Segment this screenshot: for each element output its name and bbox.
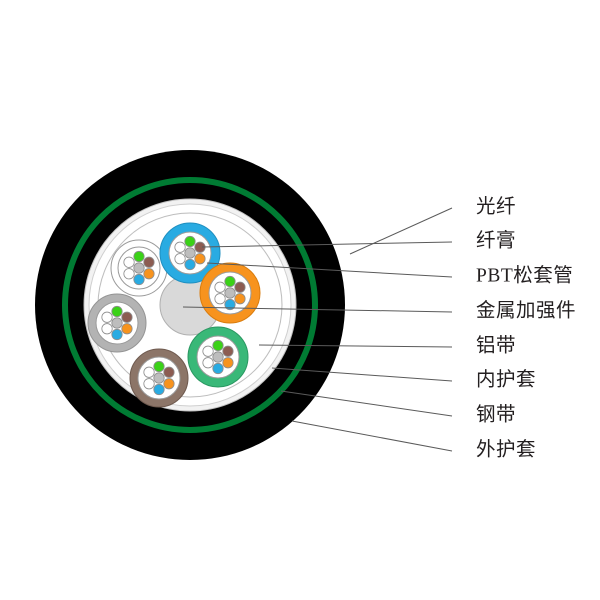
- leader-line-label-strength-member: [182, 306, 453, 313]
- fiber-tube-white-4: [123, 268, 135, 280]
- leader-line-label-steel-tape: [280, 390, 453, 417]
- fiber-tube-grey-3: [111, 328, 123, 341]
- fiber-tube-green-3: [212, 362, 224, 375]
- fiber-tube-blue-5: [174, 241, 186, 253]
- fiber-tube-blue-4: [174, 253, 186, 265]
- fiber-tube-green-5: [202, 345, 214, 357]
- fiber-tube-green-0: [212, 339, 224, 352]
- fiber-tube-orange-3: [224, 298, 236, 311]
- fiber-tube-white-3: [133, 273, 145, 286]
- leader-line-label-fiber-gel: [201, 241, 453, 248]
- fiber-tube-grey-5: [101, 311, 113, 323]
- label-inner-jacket: 内护套: [476, 368, 536, 390]
- leader-line-label-fiber: [349, 207, 453, 255]
- fiber-tube-grey-4: [101, 323, 113, 335]
- fiber-core-tube-white: [133, 262, 145, 274]
- fiber-tube-grey-0: [111, 305, 123, 318]
- fiber-tube-grey-1: [121, 311, 133, 323]
- fiber-tube-grey-2: [121, 323, 133, 335]
- fiber-tube-orange-1: [234, 281, 246, 293]
- fiber-tube-orange-4: [214, 293, 226, 305]
- fiber-tube-green-4: [202, 357, 214, 369]
- fiber-tube-blue-0: [184, 235, 196, 248]
- fiber-tube-orange-2: [234, 293, 246, 305]
- fiber-tube-white-2: [143, 268, 155, 280]
- fiber-core-tube-blue: [184, 247, 196, 259]
- fiber-tube-green-2: [222, 357, 234, 369]
- fiber-tube-brown-3: [153, 383, 165, 396]
- fiber-tube-white-1: [143, 256, 155, 268]
- leader-line-group: [182, 207, 453, 452]
- fiber-core-tube-grey: [111, 317, 123, 329]
- label-pbt-loose-tube: PBT松套管: [476, 264, 573, 286]
- leader-line-label-pbt-loose-tube: [206, 262, 453, 278]
- leader-line-label-inner-jacket: [271, 367, 453, 382]
- cable-layer-steel-tape: [62, 177, 318, 433]
- label-fiber: 光纤: [476, 195, 516, 217]
- label-aluminum-tape: 铝带: [476, 334, 516, 356]
- fiber-tube-brown-1: [163, 366, 175, 378]
- label-strength-member: 金属加强件: [476, 299, 576, 321]
- loose-tube-group: [87, 222, 261, 408]
- fiber-tube-green-1: [222, 345, 234, 357]
- leader-line-label-outer-jacket: [291, 420, 453, 452]
- label-steel-tape: 钢带: [476, 403, 516, 425]
- fiber-tube-orange-5: [214, 281, 226, 293]
- fiber-tube-blue-3: [184, 258, 196, 271]
- fiber-tube-brown-4: [143, 378, 155, 390]
- fiber-tube-white-5: [123, 256, 135, 268]
- fiber-core-tube-green: [212, 351, 224, 363]
- label-fiber-gel: 纤膏: [476, 228, 516, 251]
- fiber-tube-white-0: [133, 250, 145, 263]
- fiber-core-tube-brown: [153, 372, 165, 384]
- fiber-tube-brown-0: [153, 360, 165, 373]
- cable-layer-aluminum-tape: [84, 199, 296, 411]
- fiber-tube-brown-5: [143, 366, 155, 378]
- fiber-core-tube-orange: [224, 287, 236, 299]
- cable-layer-aluminum-tape-outline: [83, 198, 297, 412]
- leader-line-label-aluminum-tape: [258, 344, 453, 348]
- fiber-tube-blue-2: [194, 253, 206, 265]
- fiber-tube-brown-2: [163, 378, 175, 390]
- fiber-tube-orange-0: [224, 275, 236, 288]
- label-outer-jacket: 外护套: [476, 438, 536, 460]
